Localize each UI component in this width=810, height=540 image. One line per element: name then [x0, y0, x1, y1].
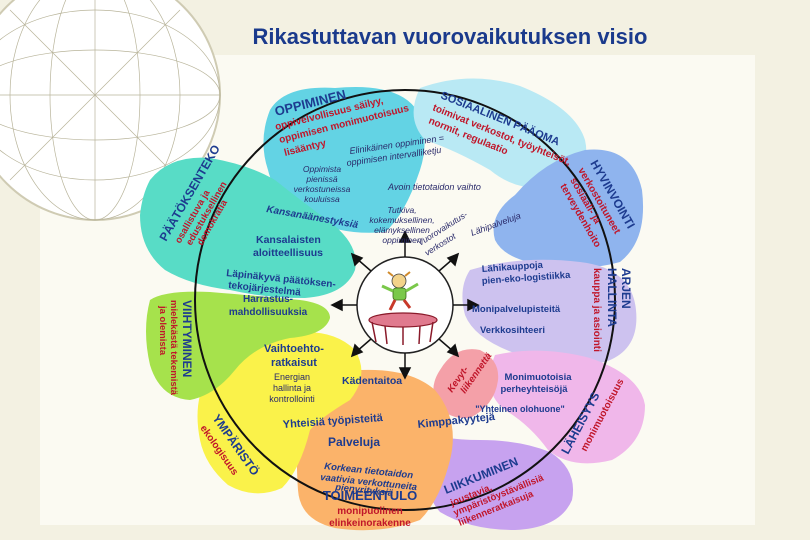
label-kansalaisten-2: aloitteellisuus	[253, 247, 323, 259]
page-title: Rikastuttavan vuorovaikutuksen visio	[253, 24, 648, 49]
toimeentulo-heading: TOIMEENTULO	[323, 488, 417, 503]
toimeentulo-sub-2: elinkeinorakenne	[329, 518, 411, 529]
label-olohuone: "Yhteinen olohuone"	[475, 404, 565, 414]
label-tutkiva-2: kokemuksellinen,	[369, 215, 434, 225]
label-lahikauppoja-1: Lähikauppoja	[481, 260, 544, 275]
arjen-heading-1: ARJEN	[619, 268, 633, 309]
viihtyminen-sub-1: mielekästä tekemistä	[168, 300, 179, 396]
label-oppimista-2: pienissä	[305, 174, 337, 184]
sector-arjen: ARJEN HALLINTA kauppa ja asiointi	[591, 268, 633, 352]
sector-viihtyminen: VIIHTYMINEN mielekästä tekemistä ja olem…	[157, 300, 194, 396]
label-verkkosihteeri: Verkkosihteeri	[480, 325, 545, 336]
toimeentulo-sub-1: monipuolinen	[337, 506, 403, 517]
label-tutkiva-3: elämyksellinen	[374, 225, 430, 235]
label-tutkiva-4: oppiminen	[382, 235, 421, 245]
label-kadentaitoa: Kädentaitoa	[342, 375, 402, 387]
globe-graphic	[0, 0, 221, 221]
sector-toimeentulo: TOIMEENTULO monipuolinen elinkeinorakenn…	[323, 488, 417, 529]
label-vaihtoehto-1: Vaihtoehto-	[264, 343, 324, 355]
label-palveluja: Palveluja	[328, 435, 380, 449]
sector-blobs	[140, 78, 645, 531]
outer-ring	[194, 89, 616, 511]
blob-paatoksenteko	[140, 157, 356, 298]
label-energian-1: Energian	[274, 372, 310, 382]
arjen-heading-2: HALLINTA	[605, 268, 619, 327]
label-kansalaisten-1: Kansalaisten	[256, 234, 321, 246]
blob-kevyt	[433, 349, 499, 419]
center-hub	[330, 230, 480, 380]
jumping-person-icon	[381, 271, 419, 311]
label-monipalvelupisteita: Monipalvelupisteitä	[472, 304, 561, 315]
viihtyminen-heading: VIIHTYMINEN	[180, 300, 194, 377]
label-harrastus-2: mahdollisuuksia	[229, 307, 308, 318]
arrows	[330, 230, 480, 380]
arjen-sub: kauppa ja asiointi	[591, 268, 602, 352]
blob-liikkuminen	[420, 430, 574, 530]
label-oppimista-4: kouluissa	[304, 194, 340, 204]
blob-oppiminen	[263, 87, 425, 233]
label-harrastus-1: Harrastus-	[243, 294, 293, 305]
label-energian-3: kontrollointi	[269, 394, 315, 404]
blob-arjen	[462, 259, 637, 364]
label-monimuotoisia-2: perheyhteisöjä	[500, 384, 568, 395]
label-avoin: Avoin tietotaidon vaihto	[387, 182, 481, 192]
trampoline-icon	[368, 312, 438, 345]
label-oppimista-3: verkostuneissa	[294, 184, 351, 194]
label-tutkiva-1: Tutkiva,	[387, 205, 416, 215]
blob-toimeentulo	[296, 369, 453, 531]
label-oppimista-1: Oppimista	[303, 164, 342, 174]
blob-ymparisto	[197, 332, 362, 494]
label-monimuotoisia-1: Monimuotoisia	[504, 372, 572, 383]
blob-sosiaalinen	[413, 78, 587, 188]
label-vaihtoehto-2: ratkaisut	[271, 357, 317, 369]
blob-viihtyminen	[146, 291, 330, 400]
viihtyminen-sub-2: ja olemista	[157, 305, 168, 356]
label-energian-2: hallinta ja	[273, 383, 311, 393]
blob-laheisyys	[489, 350, 645, 464]
